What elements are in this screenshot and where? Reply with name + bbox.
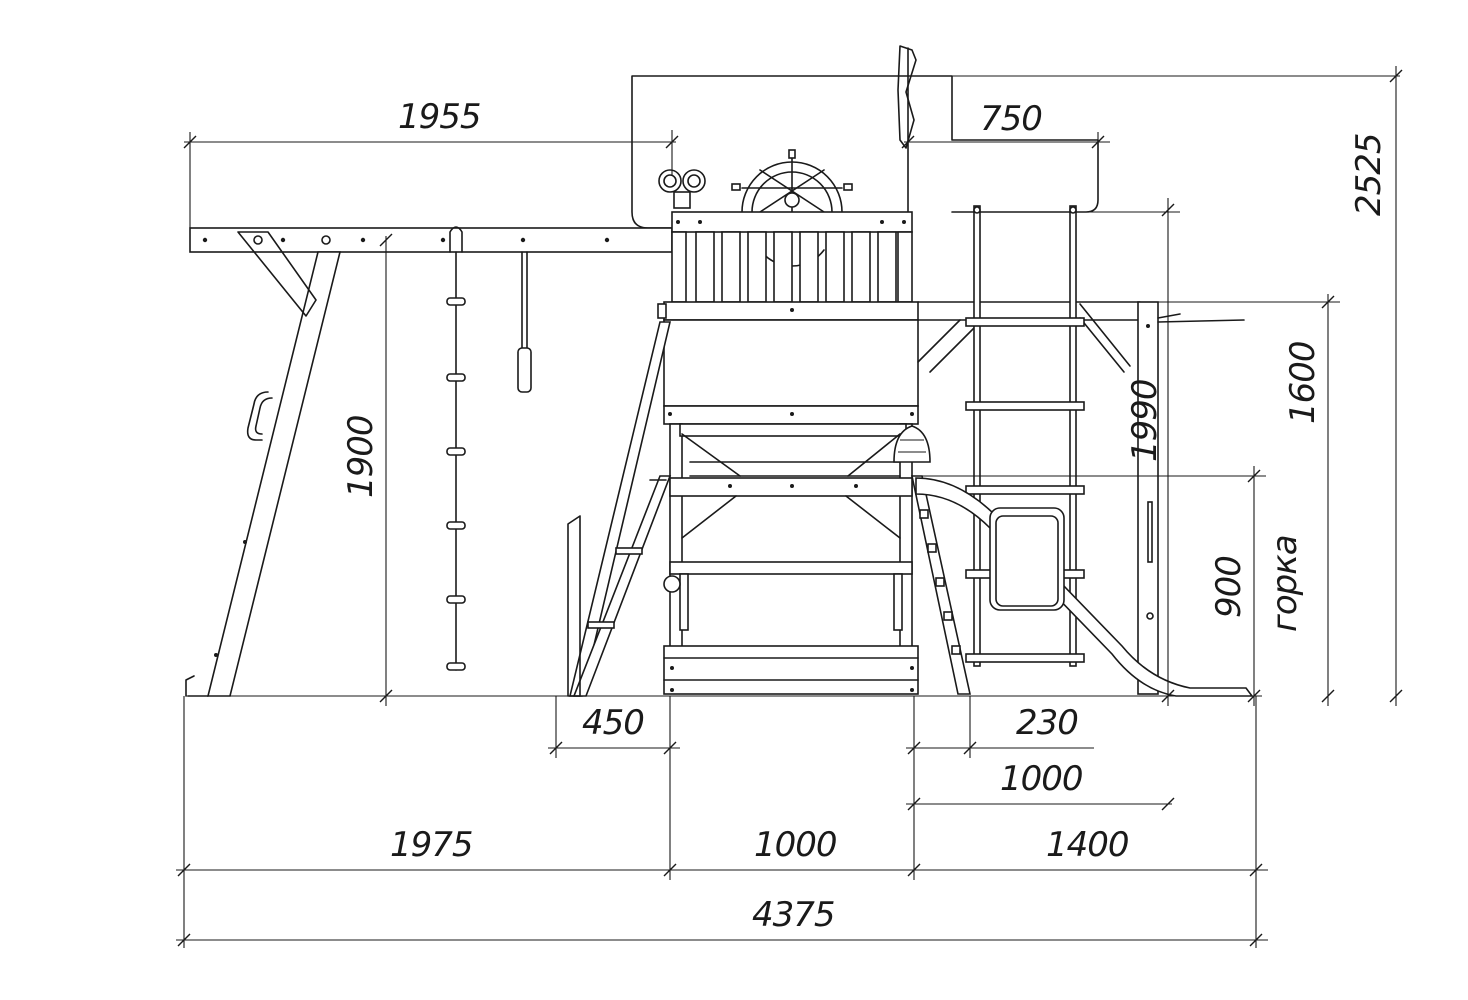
climbing-ramp: [911, 475, 971, 695]
dimension-labels: 1955 750 2525 1900 1990 1600 900 горка 4…: [341, 97, 1389, 935]
dim-swing-frame-height: 1900: [341, 415, 381, 498]
tower-railing: [671, 211, 913, 303]
dimension-lines: [176, 66, 1403, 948]
dim-beam-length: 1955: [398, 97, 481, 137]
dim-slide-height: 900: [1209, 556, 1249, 618]
side-platform: [917, 301, 1245, 695]
dim-slide-offset: 230: [1016, 703, 1078, 743]
dim-deck-to-top-height: 1990: [1125, 379, 1165, 462]
dim-ladder-width: 1000: [1000, 759, 1083, 799]
flag: [897, 45, 917, 229]
slide-label: горка: [1265, 535, 1305, 632]
dim-tower-width: 1000: [754, 825, 837, 865]
climbing-grip: [246, 391, 269, 441]
dim-total-height: 2525: [1349, 133, 1389, 216]
dim-stair-offset: 450: [582, 703, 644, 743]
dim-right-section: 1400: [1046, 825, 1129, 865]
binoculars: [658, 169, 706, 209]
rope-ladder: [446, 226, 466, 671]
dim-side-platform-height: 1600: [1283, 341, 1323, 424]
dim-roof-overhang: 750: [980, 99, 1042, 139]
top-beam: [189, 227, 673, 253]
vertical-ladder: [965, 205, 1085, 667]
tower-deck: [657, 301, 919, 425]
bell: [893, 425, 931, 463]
tower-stairs: [567, 321, 672, 697]
dim-left-section: 1975: [390, 825, 473, 865]
gym-rope: [517, 251, 532, 393]
dim-overall-length: 4375: [752, 895, 835, 935]
slide: [915, 477, 1254, 697]
swing-a-frame: [185, 231, 342, 697]
tower-frame: [663, 423, 919, 695]
